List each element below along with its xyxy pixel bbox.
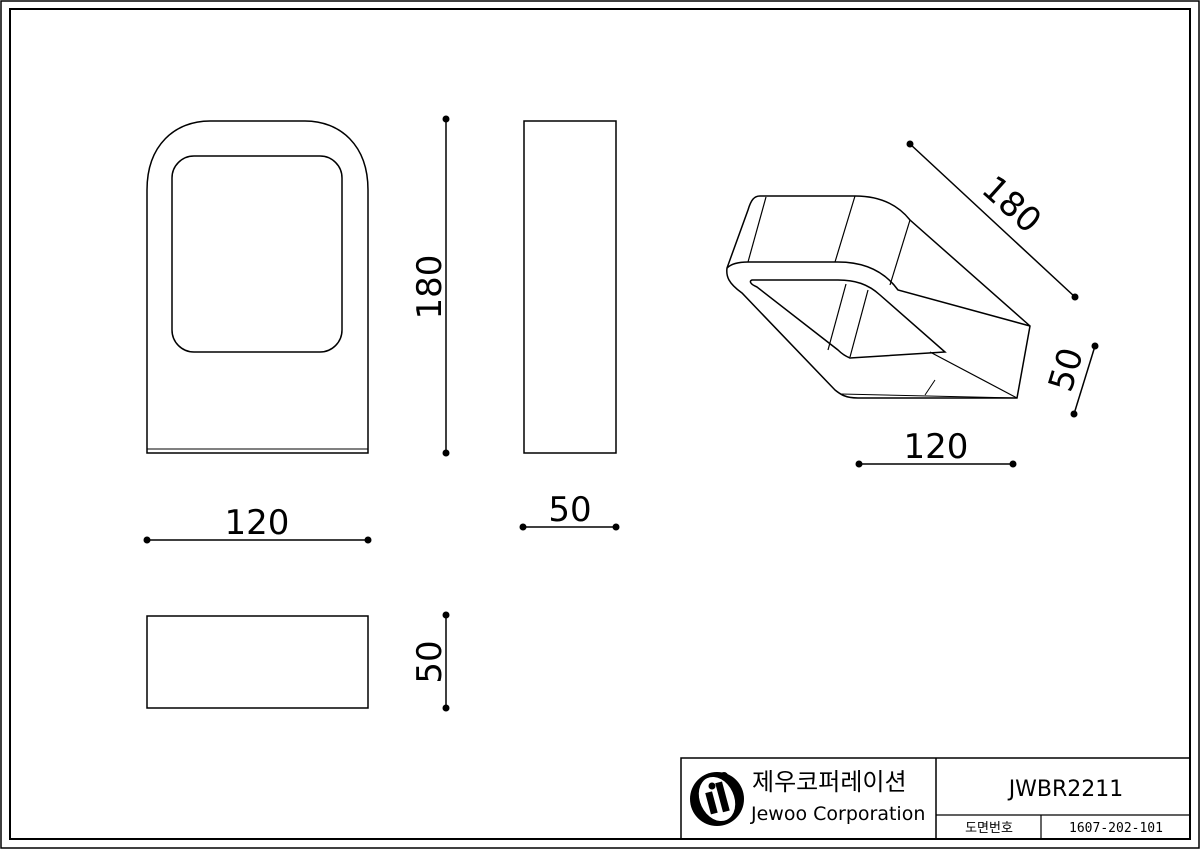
iso-width-dimension: 120 [855, 427, 1017, 468]
side-depth-label: 50 [548, 490, 591, 530]
drawing-no-label: 도면번호 [965, 821, 1013, 836]
front-width-label: 120 [225, 503, 290, 543]
iso-width-label: 120 [904, 427, 969, 467]
front-width-dimension: 120 [143, 503, 372, 544]
bottom-depth-dimension: 50 [410, 611, 450, 712]
front-height-label: 180 [410, 255, 450, 320]
isometric-view [726, 195, 1031, 399]
iso-length-dimension: 180 [906, 140, 1079, 301]
company-english: Jewoo Corporation [750, 803, 925, 825]
jewoo-logo-icon [690, 772, 744, 826]
iso-depth-dimension: 50 [1041, 342, 1099, 418]
side-depth-dimension: 50 [519, 490, 620, 531]
model-number: JWBR2211 [1007, 777, 1124, 802]
iso-depth-label: 50 [1041, 343, 1092, 396]
company-korean: 제우코퍼레이션 [752, 768, 907, 796]
iso-length-label: 180 [974, 168, 1049, 241]
inner-border [9, 8, 1191, 840]
title-block: 제우코퍼레이션 Jewoo Corporation JWBR2211 도면번호 … [680, 757, 1191, 840]
front-view [146, 120, 369, 454]
drawing-no-value: 1607-202-101 [1069, 821, 1163, 836]
bottom-depth-label: 50 [410, 640, 450, 683]
bottom-view [146, 615, 369, 709]
side-view [523, 120, 617, 454]
front-height-dimension: 180 [410, 115, 450, 457]
